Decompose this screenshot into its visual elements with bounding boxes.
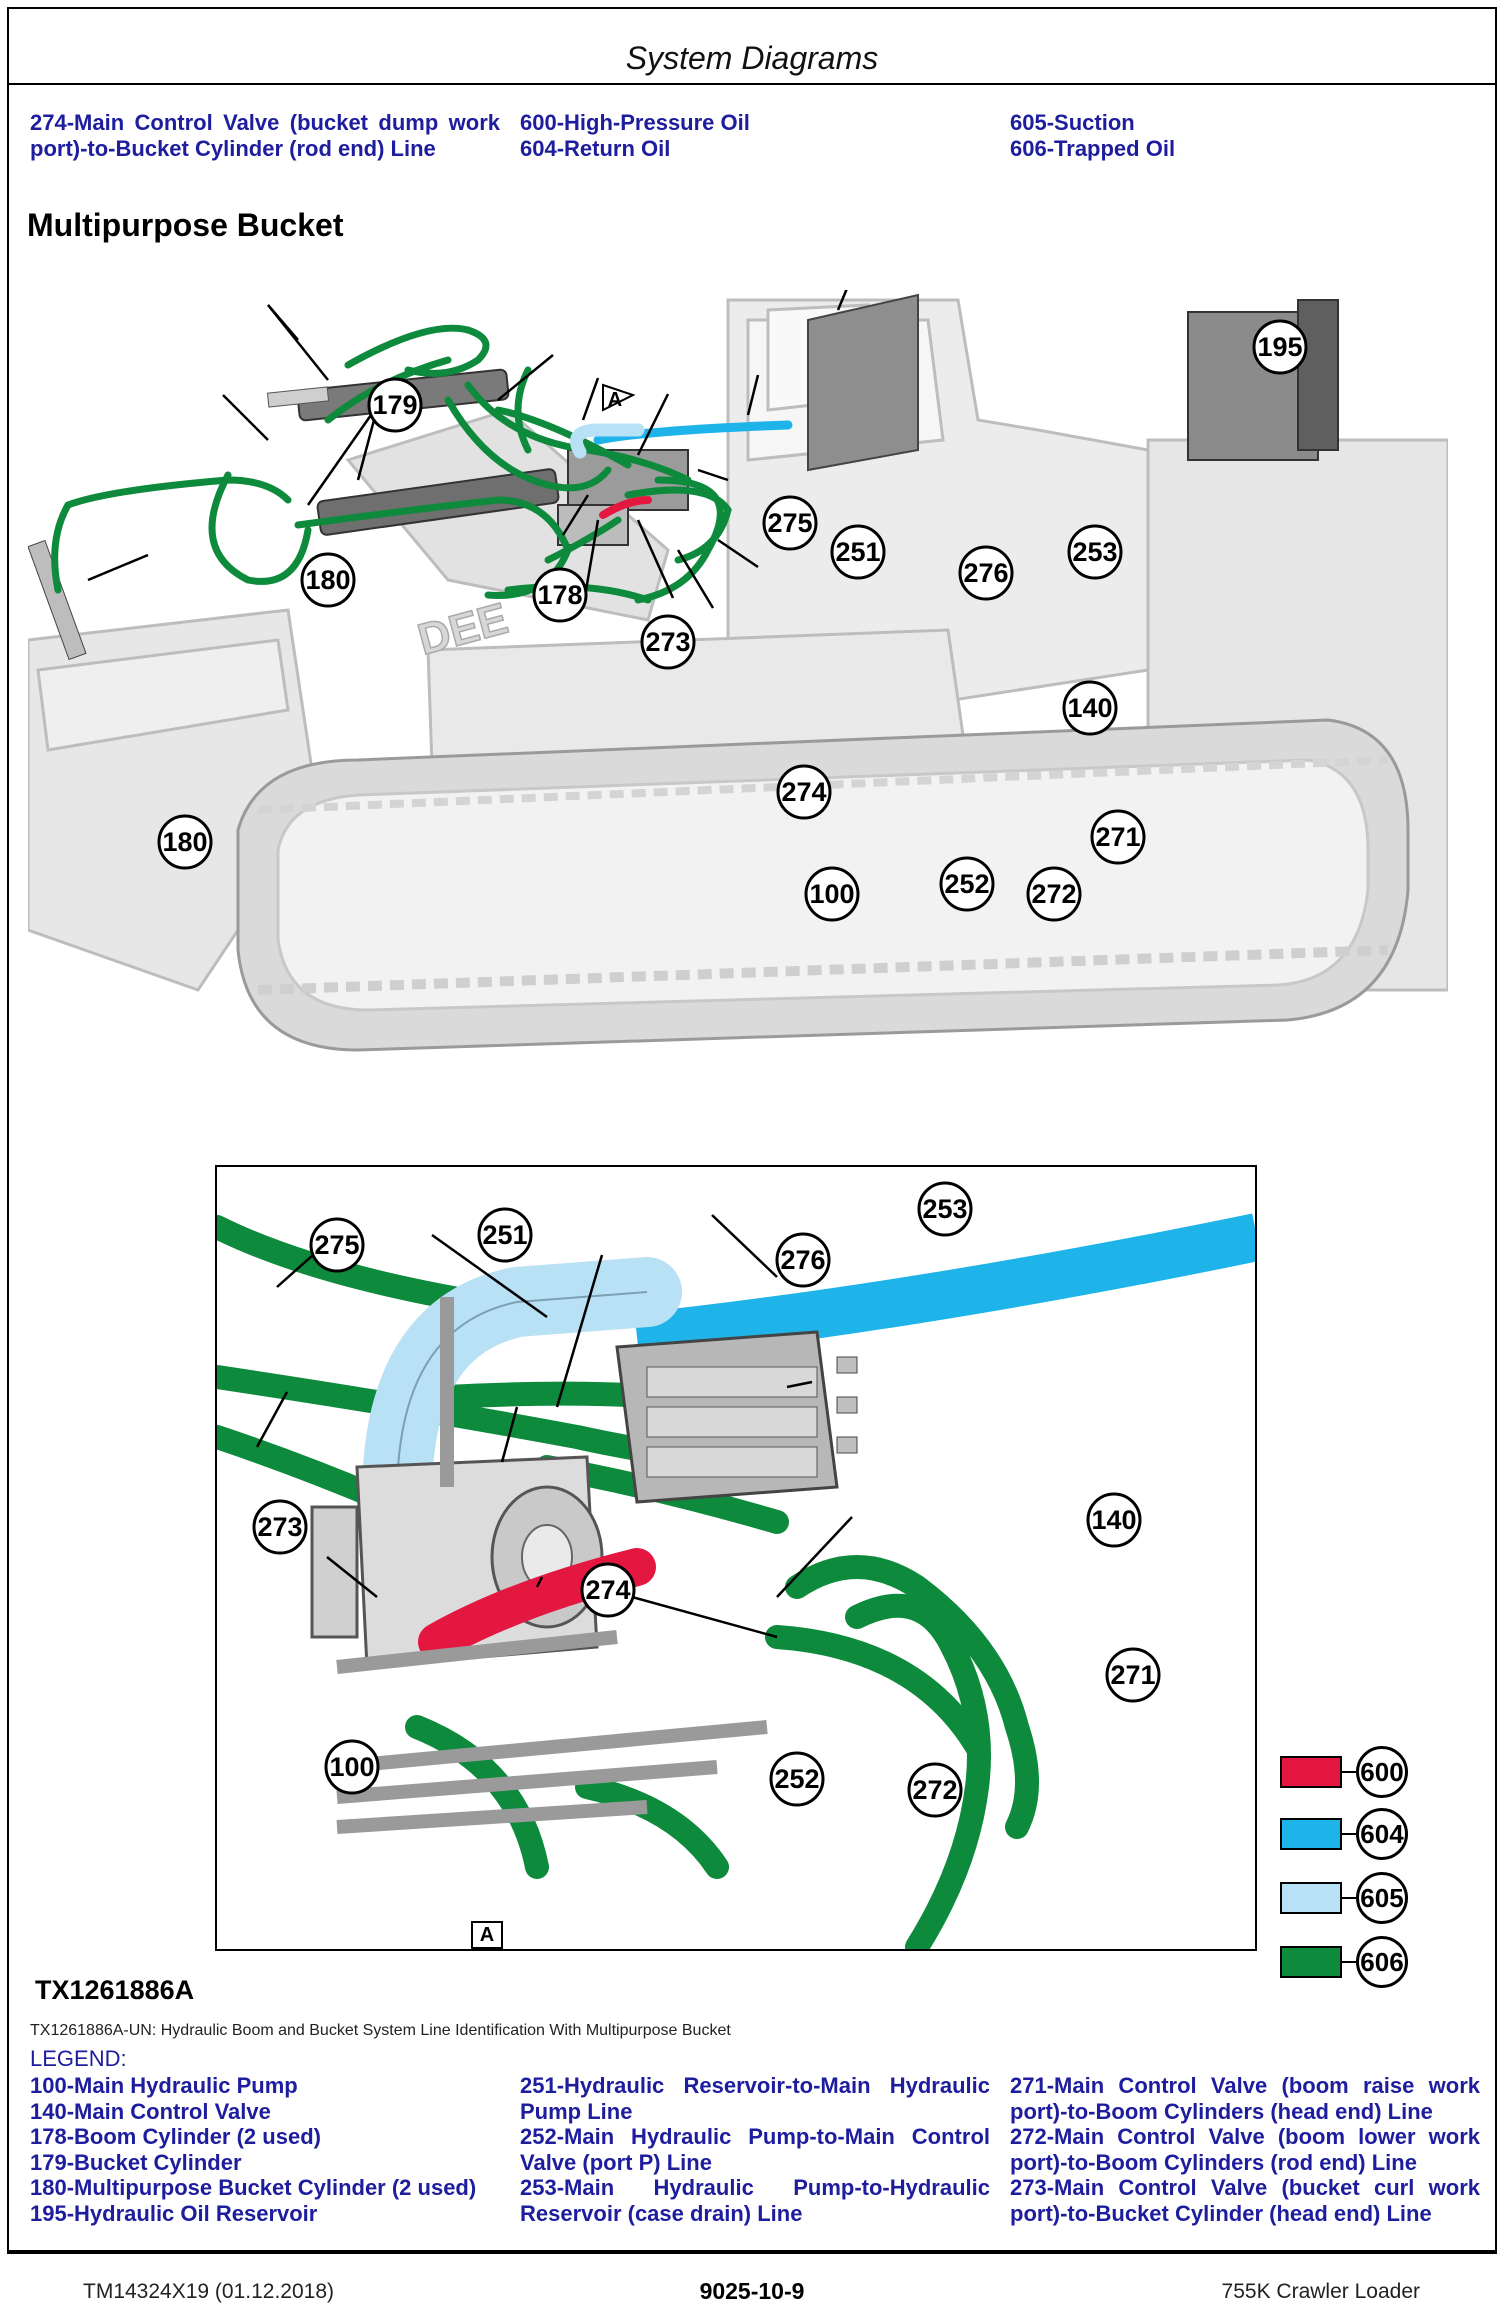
machine-overview-svg: DEE	[28, 290, 1448, 1052]
top-legend-item: 600-High-Pressure Oil	[520, 110, 750, 135]
footer-machine-name: 755K Crawler Loader	[1221, 2280, 1420, 2303]
svg-text:140: 140	[1067, 693, 1112, 723]
top-legend-col3: 605-Suction 606-Trapped Oil	[1010, 110, 1470, 162]
legend-col3: 271-Main Control Valve (boom raise work …	[1010, 2073, 1480, 2226]
top-legend-col1: 274-Main Control Valve (bucket dump work…	[30, 110, 500, 162]
svg-text:274: 274	[781, 777, 826, 807]
svg-text:272: 272	[1031, 879, 1076, 909]
top-legend-item: 274-Main Control Valve (bucket dump work…	[30, 110, 500, 161]
page-header-title: System Diagrams	[625, 40, 879, 76]
svg-text:253: 253	[1072, 537, 1117, 567]
legend-item: 178-Boom Cylinder (2 used)	[30, 2124, 321, 2149]
legend-item: 100-Main Hydraulic Pump	[30, 2073, 298, 2098]
suction-line	[570, 423, 645, 459]
legend-item: 271-Main Control Valve (boom raise work …	[1010, 2073, 1480, 2124]
top-legend-item: 604-Return Oil	[520, 136, 671, 161]
detail-return-line	[634, 1213, 1255, 1361]
svg-text:252: 252	[944, 869, 989, 899]
swatch-trapped	[1280, 1946, 1342, 1978]
detail-view-marker-label: A	[480, 1924, 494, 1946]
callout-252: 252	[939, 856, 995, 912]
top-callout-layer: 179 180 178 180 275 273 251 276 253 195 …	[157, 319, 1308, 922]
svg-text:180: 180	[162, 827, 207, 857]
legend-heading: LEGEND:	[30, 2046, 127, 2071]
legend-col2: 251-Hydraulic Reservoir-to-Main Hydrauli…	[520, 2073, 990, 2226]
detail-callout-leaders	[255, 1214, 853, 1639]
legend-item: 195-Hydraulic Oil Reservoir	[30, 2200, 318, 2226]
high-pressure-line	[599, 496, 652, 519]
legend-item: 180-Multipurpose Bucket Cylinder (2 used…	[30, 2175, 477, 2200]
callout-273: 273	[640, 614, 696, 670]
color-key-number: 606	[1356, 1936, 1408, 1988]
footer-divider	[7, 2252, 1497, 2254]
legend-item: 252-Main Hydraulic Pump-to-Main Control …	[520, 2124, 990, 2175]
svg-text:195: 195	[1257, 332, 1302, 362]
callout-195: 195	[1252, 319, 1308, 375]
svg-text:275: 275	[767, 508, 812, 538]
svg-text:271: 271	[1095, 822, 1140, 852]
callout-100: 100	[804, 866, 860, 922]
legend-item: 272-Main Control Valve (boom lower work …	[1010, 2124, 1480, 2175]
callout-274: 274	[776, 764, 832, 820]
legend-item: 253-Main Hydraulic Pump-to-Hydraulic Res…	[520, 2175, 990, 2226]
callout-140: 140	[1062, 680, 1118, 736]
swatch-suction	[1280, 1882, 1342, 1914]
detail-steel-tubes	[336, 1297, 768, 1834]
color-key-number: 600	[1356, 1746, 1408, 1798]
callout-276: 276	[958, 545, 1014, 601]
top-legend-col2: 600-High-Pressure Oil 604-Return Oil	[520, 110, 980, 162]
legend-col1: 100-Main Hydraulic Pump 140-Main Control…	[30, 2073, 500, 2226]
top-legend-item: 606-Trapped Oil	[1010, 136, 1176, 161]
color-key-number: 604	[1356, 1808, 1408, 1860]
callout-253: 253	[1067, 524, 1123, 580]
svg-text:273: 273	[645, 627, 690, 657]
detail-view-frame: A	[215, 1165, 1257, 1951]
footer-page-number: 9025-10-9	[699, 2278, 805, 2304]
callout-leaders	[87, 290, 848, 609]
swatch-high-pressure	[1280, 1756, 1342, 1788]
callout-272: 272	[1026, 866, 1082, 922]
top-legend-item: 605-Suction	[1010, 110, 1135, 135]
legend-item: 273-Main Control Valve (bucket curl work…	[1010, 2175, 1480, 2226]
figure-caption: TX1261886A-UN: Hydraulic Boom and Bucket…	[30, 2022, 731, 2039]
callout-178: 178	[532, 567, 588, 623]
view-marker-label: A	[608, 389, 622, 411]
svg-text:179: 179	[372, 390, 417, 420]
callout-251: 251	[830, 524, 886, 580]
color-key-number: 605	[1356, 1872, 1408, 1924]
view-marker-a: A	[602, 383, 636, 412]
svg-text:178: 178	[537, 580, 582, 610]
section-title: Multipurpose Bucket	[27, 207, 344, 243]
svg-text:276: 276	[963, 558, 1008, 588]
page-frame	[7, 7, 1497, 2252]
trapped-oil-lines	[51, 324, 732, 604]
callout-271: 271	[1090, 809, 1146, 865]
figure-id: TX1261886A	[35, 1975, 195, 2005]
swatch-return	[1280, 1818, 1342, 1850]
svg-text:251: 251	[835, 537, 880, 567]
header-divider	[7, 83, 1497, 85]
callout-180-lower: 180	[157, 814, 213, 870]
callout-275: 275	[762, 495, 818, 551]
track-links	[257, 756, 1389, 995]
legend-item: 179-Bucket Cylinder	[30, 2149, 242, 2175]
callout-180-upper: 180	[300, 552, 356, 608]
return-line	[593, 420, 793, 445]
detail-view-svg: A	[217, 1167, 1255, 1949]
svg-text:100: 100	[809, 879, 854, 909]
detail-control-valve	[615, 1330, 858, 1504]
legend-item: 251-Hydraulic Reservoir-to-Main Hydrauli…	[520, 2073, 990, 2124]
footer-doc-id: TM14324X19 (01.12.2018)	[83, 2280, 335, 2303]
svg-text:180: 180	[305, 565, 350, 595]
callout-179: 179	[367, 377, 423, 433]
machine-overview-diagram: DEE	[28, 290, 1448, 1120]
legend-item: 140-Main Control Valve	[30, 2098, 271, 2124]
detail-suction-outline	[396, 1291, 648, 1498]
detail-view-marker-a: A	[471, 1921, 503, 1949]
